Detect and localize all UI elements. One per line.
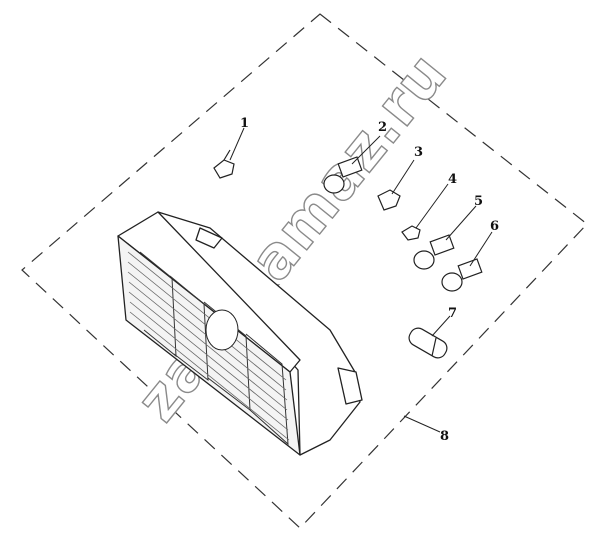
bulb-socket-part-4 xyxy=(401,225,421,241)
callout-8: 8 xyxy=(440,429,449,444)
bulb-part-7 xyxy=(408,327,448,359)
callout-3: 3 xyxy=(414,145,423,160)
callout-5: 5 xyxy=(474,194,483,209)
bulb-part-6 xyxy=(441,258,483,292)
callout-1: 1 xyxy=(240,116,249,131)
bulb-part-2 xyxy=(323,156,363,194)
callout-2: 2 xyxy=(378,120,387,135)
headlamp-lens xyxy=(127,251,290,446)
callout-4: 4 xyxy=(448,172,457,187)
assembly-boundary xyxy=(21,13,588,529)
callout-7: 7 xyxy=(448,306,457,321)
leader-lines xyxy=(229,127,493,433)
socket-part-3 xyxy=(377,189,401,211)
bulb-part-5 xyxy=(413,234,455,270)
callout-6: 6 xyxy=(490,219,499,234)
bulb-socket-part-1 xyxy=(213,149,235,179)
